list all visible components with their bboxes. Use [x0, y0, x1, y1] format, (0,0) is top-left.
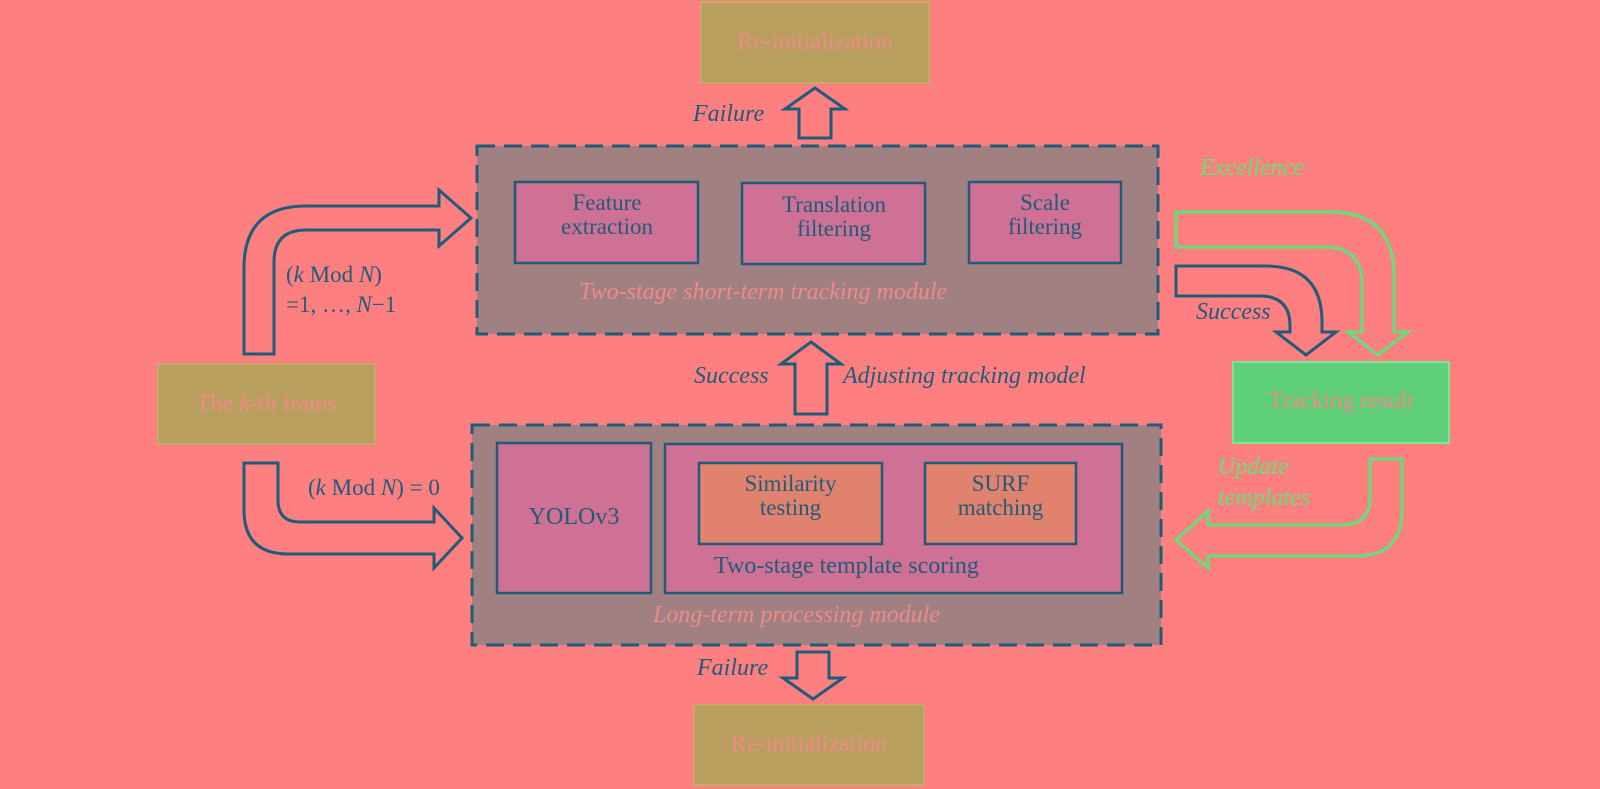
- kth-frames-pre: The: [195, 391, 240, 417]
- failure-bottom-label: Failure: [697, 655, 769, 681]
- short-term-caption: Two-stage short-term tracking module: [579, 279, 948, 305]
- condition-upper-label: (k Mod N) =1, …, N−1: [286, 262, 397, 318]
- update-templates-arrow: [1173, 457, 1404, 572]
- long-term-caption: Long-term processing module: [653, 602, 941, 628]
- reinit-top-label: Re-initialization: [737, 29, 893, 55]
- feature-extraction-label: Feature extraction: [561, 190, 653, 240]
- tracking-result-label: Tracking result: [1268, 388, 1414, 414]
- excellence-arrow: [1174, 210, 1413, 357]
- scale-filtering-label: Scale filtering: [1007, 190, 1083, 240]
- excellence-label: Excellence: [1200, 155, 1304, 181]
- kth-frames-box: [157, 363, 376, 445]
- kth-frames-post: -th frams: [249, 391, 338, 417]
- success-right-arrow: [1174, 264, 1341, 357]
- failure-down-arrow: [778, 650, 848, 701]
- condition-lower-label: (k Mod N) = 0: [308, 475, 440, 500]
- failure-top-label: Failure: [693, 101, 765, 127]
- tracking-result-box: [1232, 361, 1450, 444]
- template-scoring-label: Two-stage template scoring: [714, 553, 979, 579]
- yolo-label: YOLOv3: [528, 504, 620, 530]
- kth-frames-k: k: [239, 391, 250, 417]
- success-right-label: Success: [1196, 299, 1271, 325]
- translation-filtering-label: Translation filtering: [782, 192, 886, 242]
- similarity-testing-box: [697, 461, 884, 546]
- success-up-arrow: [776, 340, 846, 416]
- feature-extraction-box: [513, 180, 700, 265]
- yolo-box: [495, 441, 653, 595]
- lower-branch-arrow: [242, 461, 465, 572]
- upper-branch-arrow: [242, 186, 474, 356]
- condition-upper-line1: (k Mod N): [286, 262, 382, 287]
- update-templates-label: Update templates: [1218, 454, 1310, 511]
- surf-matching-label: SURF matching: [957, 471, 1044, 521]
- reinit-bottom-label: Re-initialization: [731, 731, 887, 757]
- failure-up-arrow: [780, 86, 850, 140]
- kth-frames-label: The k-th frams: [158, 391, 375, 417]
- translation-filtering-box: [740, 181, 927, 266]
- scale-filtering-box: [967, 180, 1123, 265]
- surf-matching-box: [923, 461, 1078, 546]
- reinit-bottom-box: [693, 704, 925, 786]
- success-middle-label: Success: [694, 363, 769, 389]
- condition-upper-line2: =1, …, N−1: [286, 292, 397, 318]
- similarity-testing-label: Similarity testing: [744, 471, 837, 521]
- adjusting-model-label: Adjusting tracking model: [843, 363, 1086, 389]
- reinit-top-box: [700, 1, 930, 84]
